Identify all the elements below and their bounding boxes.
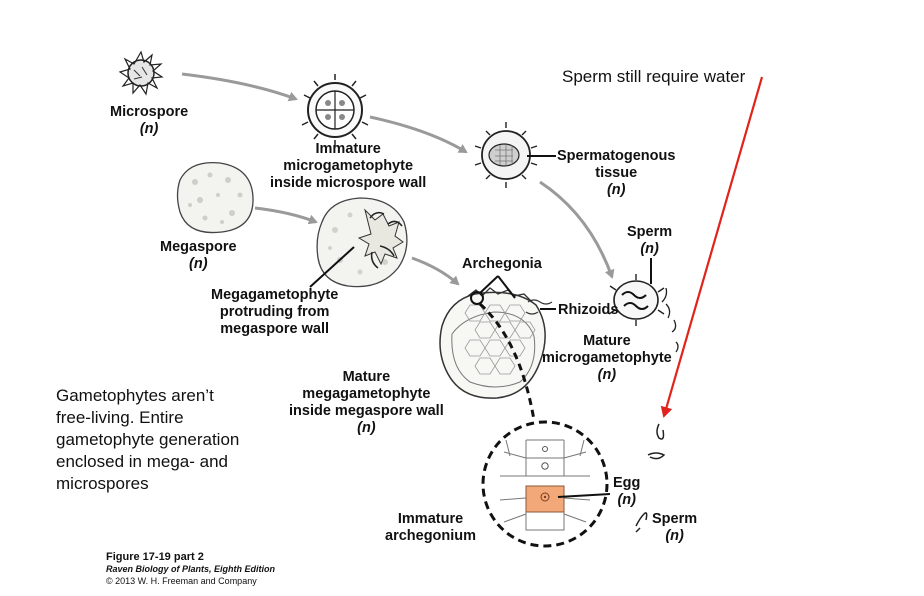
rhizoids-label: Rhizoids [558,302,618,319]
rhizoids-name: Rhizoids [558,302,619,318]
zoom-dashed-line [478,302,536,421]
egg-ploidy: (n) [617,492,636,508]
protruding-line3: megaspore wall [220,321,330,337]
sperm-water-arrow [660,76,764,418]
spermatogenous-tissue-label: Spermatogenous tissue (n) [557,148,675,199]
egg-name: Egg [613,475,641,491]
protruding-megagametophyte-label: Megagametophyte protruding from megaspor… [211,287,338,338]
immature-microgametophyte-label: Immature microgametophyte inside microsp… [270,141,426,192]
mature-microgametophyte-illustration [608,258,679,353]
immature-arch-line1: Immature [397,511,464,527]
sperm-top-ploidy: (n) [640,241,659,257]
arrow-spermatogenous-to-mature [539,180,615,279]
mature-micro-line1: Mature [583,333,631,349]
mature-microgametophyte-label: Mature microgametophyte (n) [542,333,672,384]
archegonia-name: Archegonia [462,256,542,272]
microspore-illustration [118,50,164,96]
mature-megagametophyte-label: Mature megagametophyte inside megaspore … [289,369,444,437]
flow-arrows [181,72,615,286]
spermatogenous-line1: Spermatogenous [557,148,676,164]
immature-archegonium-label: Immature archegonium [385,511,476,545]
spermatogenous-line2: tissue [595,165,638,181]
caption-copyright: © 2013 W. H. Freeman and Company [106,576,257,586]
mature-mega-ploidy: (n) [357,420,376,436]
arrow-protruding-to-mature-mega [411,256,460,286]
caption-book-title: Raven Biology of Plants, Eighth Edition [106,564,276,574]
gametophytes-line3: gametophyte generation [56,430,240,449]
immature-micro-line3: inside microspore wall [270,175,427,191]
sperm-top-label: Sperm (n) [627,224,672,258]
egg-label: Egg (n) [613,475,640,509]
caption-figure-number: Figure 17-19 part 2 [106,551,204,563]
gametophytes-line2: free-living. Entire [56,408,184,427]
free-sperm-illustration [635,423,666,533]
mature-mega-line2: megagametophyte [302,386,431,402]
arrow-microspore-to-immature [181,72,298,102]
immature-micro-line1: Immature [315,141,381,157]
gametophytes-line4: enclosed in mega- and [56,452,229,471]
immature-micro-line2: microgametophyte [283,158,414,174]
archegonia-label: Archegonia [462,256,542,273]
megaspore-ploidy: (n) [189,256,208,272]
arrow-immature-to-spermatogenous [369,115,468,154]
protruding-megagametophyte-illustration [309,197,408,288]
mature-mega-line1: Mature [342,369,391,385]
sperm-bottom-label: Sperm (n) [652,511,697,545]
megaspore-name: Megaspore [160,239,237,255]
gametophytes-note: Gametophytes aren’t free-living. Entire … [56,385,239,495]
mature-micro-line2: microgametophyte [542,350,672,366]
mature-mega-line3: inside megaspore wall [289,403,444,419]
sperm-water-note: Sperm still require water [562,66,745,88]
microspore-name: Microspore [110,104,189,120]
protruding-line1: Megagametophyte [211,287,339,303]
mature-megagametophyte-illustration [439,275,556,399]
gametophytes-line1: Gametophytes aren’t [56,386,214,405]
protruding-line2: protruding from [219,304,330,320]
gametophytes-line5: microspores [56,474,149,493]
sperm-water-text: Sperm still require water [562,67,746,86]
immature-microgametophyte-illustration [301,74,369,146]
megaspore-illustration [176,161,254,234]
mature-micro-ploidy: (n) [597,367,617,383]
sperm-top-name: Sperm [627,224,673,240]
immature-archegonium-illustration [481,420,611,548]
spermatogenous-ploidy: (n) [606,182,626,198]
immature-arch-line2: archegonium [385,528,477,544]
egg-cell [525,485,565,513]
spermatogenous-tissue-illustration [474,122,556,188]
megaspore-label: Megaspore (n) [160,239,237,273]
microspore-label: Microspore (n) [110,104,188,138]
microspore-ploidy: (n) [139,121,159,137]
sperm-bottom-ploidy: (n) [665,528,684,544]
sperm-bottom-name: Sperm [652,511,698,527]
arrow-megaspore-to-protruding [254,206,318,225]
figure-caption: Figure 17-19 part 2 Raven Biology of Pla… [106,551,275,587]
